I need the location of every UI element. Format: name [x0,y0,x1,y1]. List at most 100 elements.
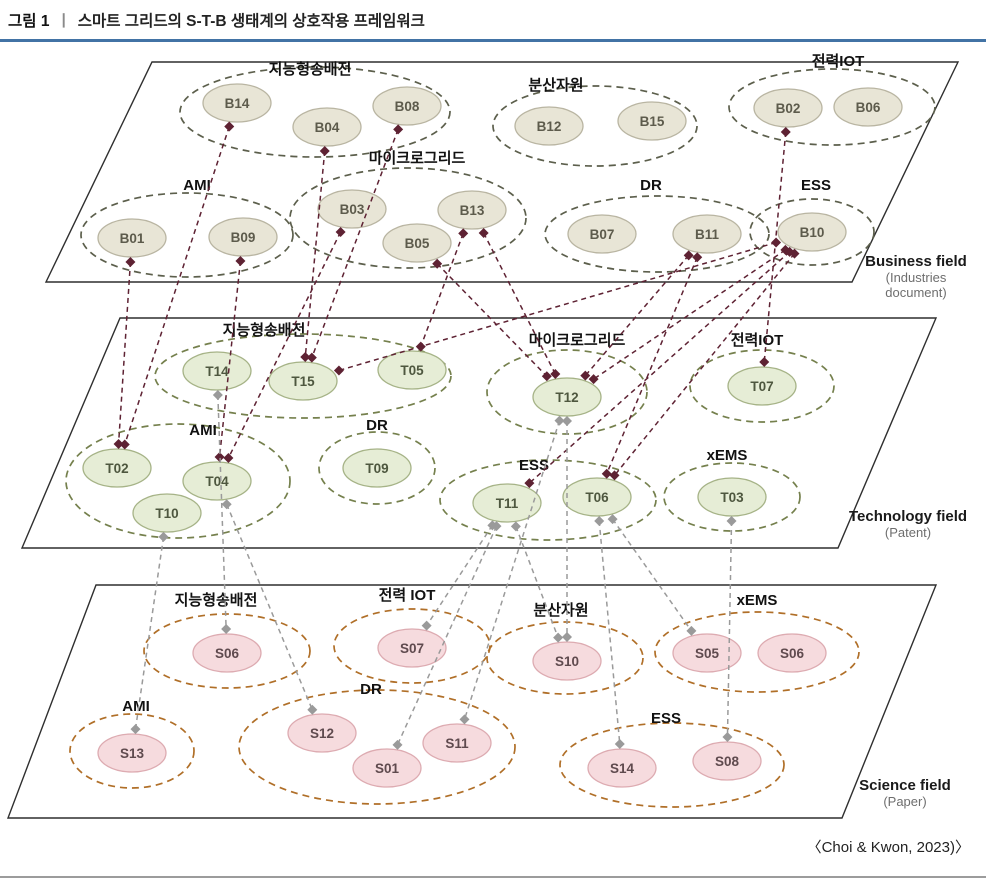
node-T04 [182,461,252,501]
cluster-s-ess-label: ESS [651,710,681,727]
node-B02-label: B02 [776,101,801,116]
edge-B05-T12-end-diamond [541,371,552,382]
node-T11-label: T11 [496,496,519,511]
edge-T11-S10-end-diamond [553,632,564,643]
edge-T14-S06a [217,394,227,630]
node-S08 [692,741,762,781]
node-B04 [292,107,362,147]
node-T10 [132,493,202,533]
edge-B08-T15-start-diamond [393,124,404,135]
edge-B08-T15-end-diamond [306,352,317,363]
node-B10 [777,212,847,252]
edge-B10-T11 [528,251,791,484]
cluster-s-dr [238,689,516,805]
cluster-s-xems [654,611,860,693]
edge-T03-S08-end-diamond [722,732,733,743]
cluster-t-power-iot [689,349,835,423]
edge-T11-S07-end-diamond [421,620,432,631]
edge-T11-S10-start-diamond [510,521,521,532]
plane-business-sublabel: document) [885,285,946,300]
cluster-b-microgrid-label: 마이크로그리드 [369,150,466,167]
edge-T06-S05-end-diamond [686,625,697,636]
cluster-s-transmission-label: 지능형송배전 [175,592,258,609]
node-T09 [342,448,412,488]
edge-B03-T04 [227,231,342,459]
node-S06b-label: S06 [780,646,805,661]
edge-B14-T02 [124,126,230,445]
node-B05 [382,223,452,263]
cluster-t-transmission [154,333,452,419]
cluster-b-transmission-label: 지능형송배전 [269,61,352,78]
node-B11-label: B11 [695,227,720,242]
cluster-s-ami-label: AMI [122,698,150,715]
node-T03-label: T03 [720,490,744,505]
cluster-s-xems-label: xEMS [737,592,778,609]
node-B12 [514,106,584,146]
plane-technology-group: Technology field(Patent)지능형송배전T14T15T05마… [20,317,967,549]
cluster-b-ami-label: AMI [183,177,211,194]
node-B09-label: B09 [231,230,256,245]
edge-B04-T15 [304,150,326,358]
edge-B10-T15 [338,241,777,372]
node-T02 [82,448,152,488]
node-B12-label: B12 [537,119,562,134]
cluster-b-dr [544,195,770,273]
cluster-b-der-label: 분산자원 [528,77,583,94]
bottom-divider [0,876,986,878]
edge-T11-S01-end-diamond [392,739,403,750]
edge-B04-T15-start-diamond [319,145,330,156]
node-S06a [192,633,262,673]
plane-science-label: Science field [859,777,951,794]
edge-B13-T12-end-diamond [550,369,561,380]
edge-B10-T06-start-diamond [789,248,800,259]
edge-B01-T02-end-diamond [113,439,124,450]
node-B07 [567,214,637,254]
edge-T14-S06a-start-diamond [212,389,223,400]
edge-T11-S07 [426,524,493,627]
cluster-b-der [492,85,698,167]
edge-T10-S13-start-diamond [158,531,169,542]
edge-B08-T15 [311,129,399,358]
edge-B11-T06-end-diamond [601,468,612,479]
edge-T12-S10-start-diamond [562,416,572,426]
edge-T10-S13-end-diamond [130,724,141,735]
cluster-t-ami-label: AMI [189,422,217,439]
edge-B10-T06 [613,253,796,476]
cluster-b-dr-label: DR [640,177,662,194]
node-S14 [587,748,657,788]
node-S13 [97,733,167,773]
edge-B13-T05 [420,233,464,347]
edge-T04-S12-start-diamond [221,499,232,510]
node-T15 [268,361,338,401]
node-S11 [422,723,492,763]
cluster-t-ess-label: ESS [519,457,549,474]
edge-B14-T02-end-diamond [119,439,130,450]
edge-T12-S11-end-diamond [459,714,470,725]
cluster-s-der [486,621,644,695]
node-B01 [97,218,167,258]
edge-B11-T12-start-diamond [683,250,694,261]
citation: 〈Choi & Kwon, 2023)〉 [806,839,970,856]
edge-B02-T07-start-diamond [780,126,791,137]
edge-T06-S14-end-diamond [614,739,625,750]
edge-B13-T05-start-diamond [458,228,469,239]
edge-T04-S12 [226,503,313,711]
plane-technology-sublabel: (Patent) [885,525,931,540]
edge-B10-T15-end-diamond [333,365,344,376]
cluster-t-transmission-label: 지능형송배전 [223,322,306,339]
edge-T11-S10 [515,526,559,638]
edge-T12-S11 [463,420,561,720]
edge-B04-T15-end-diamond [300,352,311,363]
plane-technology-label: Technology field [849,508,967,525]
edge-B05-T12 [436,263,548,377]
node-S05-label: S05 [695,646,720,661]
node-T09-label: T09 [365,461,388,476]
plane-business-label: Business field [865,253,967,270]
node-B09 [208,217,278,257]
node-T05 [377,350,447,390]
node-T14-label: T14 [205,364,229,379]
node-B03-label: B03 [340,202,365,217]
edges-group [113,121,800,750]
edge-T06-S14 [598,520,621,745]
